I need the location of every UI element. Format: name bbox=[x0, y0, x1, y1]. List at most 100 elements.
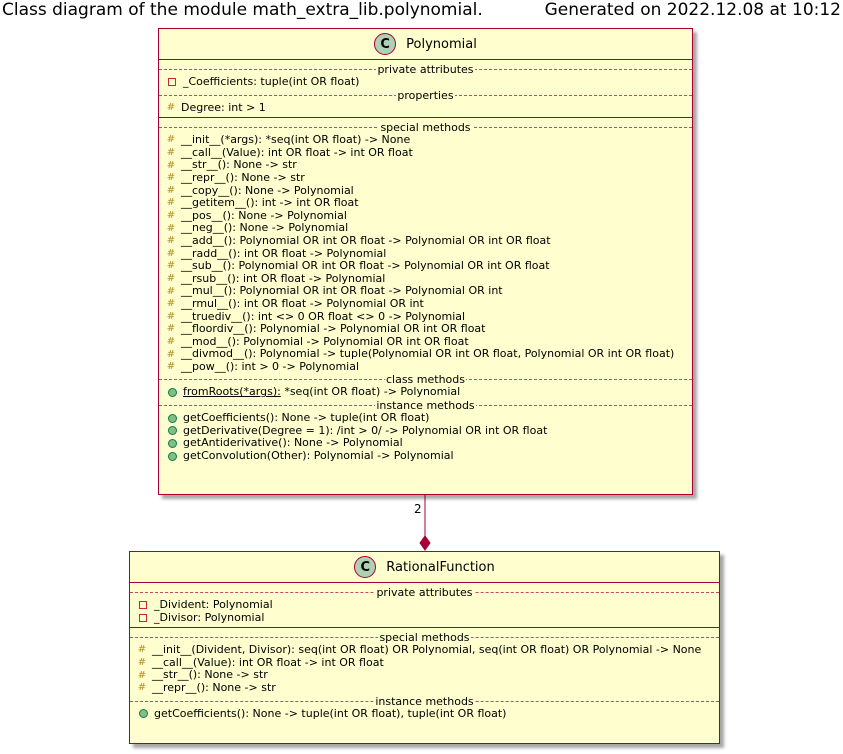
multiplicity-label: 2 bbox=[414, 502, 422, 516]
member-row: #__getitem__(): int -> int OR float bbox=[159, 197, 692, 210]
protected-icon: # bbox=[166, 323, 176, 335]
member-row: #__divmod__(): Polynomial -> tuple(Polyn… bbox=[159, 348, 692, 361]
rationalfunction-header: C RationalFunction bbox=[130, 552, 719, 583]
member-text: Degree: int > 1 bbox=[181, 100, 266, 114]
member-text: __divmod__(): Polynomial -> tuple(Polyno… bbox=[181, 347, 675, 361]
class-icon: C bbox=[374, 33, 397, 55]
class-method-signature: *seq(int OR float) -> Polynomial bbox=[280, 385, 461, 399]
member-row: # __add__(): Polynomial OR int OR float -… bbox=[159, 233, 692, 248]
member-text: getAntiderivative(): None -> Polynomial bbox=[183, 436, 403, 450]
member-row: getDerivative(Degree = 1): /int > 0/ -> … bbox=[159, 423, 692, 438]
title-module: Class diagram of the module math_extra_l… bbox=[2, 0, 483, 20]
member-row: fromRoots(*args): *seq(int OR float) -> … bbox=[159, 386, 692, 399]
member-row: #__str__(): None -> str bbox=[159, 159, 692, 172]
private-attributes-separator: private attributes bbox=[159, 63, 692, 76]
public-icon bbox=[168, 413, 177, 423]
public-icon bbox=[168, 426, 177, 436]
member-text: _Divident: Polynomial bbox=[154, 598, 273, 611]
member-row: # __copy__(): None -> Polynomial bbox=[159, 183, 692, 198]
class-icon: C bbox=[354, 556, 377, 578]
protected-icon: # bbox=[166, 172, 176, 184]
member-row: getConvolution(Other): Polynomial -> Pol… bbox=[159, 448, 692, 463]
rationalfunction-class-name: RationalFunction bbox=[386, 559, 495, 575]
member-text: _Coefficients: tuple(int OR float) bbox=[183, 75, 360, 88]
public-icon bbox=[139, 709, 148, 719]
member-row: #__radd__(): int OR float -> Polynomial bbox=[159, 246, 692, 261]
member-text: __truediv__(): int <> 0 OR float <> 0 ->… bbox=[181, 309, 466, 323]
member-row: getCoefficients(): None -> tuple(int OR … bbox=[159, 411, 692, 425]
polynomial-class-name: Polynomial bbox=[406, 36, 477, 52]
member-row: # Degree: int > 1 bbox=[159, 100, 692, 115]
member-text: __rsub__(): int OR float -> Polynomial bbox=[181, 271, 386, 285]
polynomial-class[interactable]: C Polynomial private attributes _Coeffic… bbox=[158, 28, 693, 495]
special-methods-separator: special methods bbox=[159, 121, 692, 135]
member-row: # __rmul__(): int OR float -> Polynomial … bbox=[159, 296, 692, 311]
member-row: getAntiderivative(): None -> Polynomial bbox=[159, 437, 692, 450]
member-text: getCoefficients(): None -> tuple(int OR … bbox=[183, 411, 430, 425]
member-row: #__rsub__(): int OR float -> Polynomial bbox=[159, 271, 692, 286]
member-row: _Divisor: Polynomial bbox=[130, 610, 719, 625]
diagram-title: Class diagram of the module math_extra_l… bbox=[2, 0, 841, 26]
protected-icon: # bbox=[166, 101, 176, 113]
special-methods-separator: special methods bbox=[130, 631, 719, 645]
instance-methods-separator: instance methods bbox=[130, 694, 719, 708]
rationalfunction-class[interactable]: C RationalFunction private attributes _D… bbox=[129, 551, 720, 744]
member-text: __copy__(): None -> Polynomial bbox=[181, 183, 354, 197]
member-row: # __pow__(): int > 0 -> Polynomial bbox=[159, 359, 692, 374]
member-text: getConvolution(Other): Polynomial -> Pol… bbox=[183, 448, 454, 462]
member-text: _Divisor: Polynomial bbox=[154, 610, 265, 624]
public-icon bbox=[168, 451, 177, 461]
protected-icon: # bbox=[166, 335, 176, 347]
protected-icon: # bbox=[166, 222, 176, 234]
member-text: __init__(Divident, Divisor): seq(int OR … bbox=[152, 643, 702, 657]
protected-icon: # bbox=[166, 147, 176, 159]
composition-diamond bbox=[419, 535, 431, 551]
protected-icon: # bbox=[166, 184, 176, 196]
member-row: _Divident: Polynomial bbox=[130, 598, 719, 612]
member-text: __rmul__(): int OR float -> Polynomial O… bbox=[181, 296, 424, 310]
member-text: __add__(): Polynomial OR int OR float ->… bbox=[181, 233, 551, 247]
protected-icon: # bbox=[166, 310, 176, 322]
member-row: #__str__(): None -> str bbox=[130, 669, 719, 682]
instance-methods-separator: instance methods bbox=[159, 399, 692, 413]
member-text: __floordiv__(): Polynomial -> Polynomial… bbox=[181, 322, 486, 336]
member-row: # __truediv__(): int <> 0 OR float <> 0 -… bbox=[159, 309, 692, 324]
protected-icon: # bbox=[166, 210, 176, 222]
member-text: __init__(*args): *seq(int OR float) -> N… bbox=[181, 133, 411, 147]
title-generated: Generated on 2022.12.08 at 10:12 bbox=[544, 0, 841, 20]
member-row: # __neg__(): None -> Polynomial bbox=[159, 222, 692, 235]
private-attributes-separator: private attributes bbox=[130, 586, 719, 599]
member-text: getDerivative(Degree = 1): /int > 0/ -> … bbox=[183, 423, 548, 437]
member-row: getCoefficients(): None -> tuple(int OR … bbox=[130, 706, 719, 721]
member-text: __call__(Value): int OR float -> int OR … bbox=[152, 655, 384, 669]
member-row: # __repr__(): None -> str bbox=[159, 170, 692, 185]
public-icon bbox=[168, 388, 177, 398]
member-text: __str__(): None -> str bbox=[152, 668, 268, 682]
properties-separator: properties bbox=[159, 88, 692, 102]
protected-icon: # bbox=[166, 134, 176, 146]
member-row: # __call__(Value): int OR float -> int OR… bbox=[130, 655, 719, 670]
member-row: #__mul__(): Polynomial OR int OR float -… bbox=[159, 285, 692, 298]
member-text: __pos__(): None -> Polynomial bbox=[181, 208, 347, 222]
protected-icon: # bbox=[166, 159, 176, 171]
protected-icon: # bbox=[166, 361, 176, 373]
member-text: __repr__(): None -> str bbox=[181, 170, 305, 184]
member-row: # __floordiv__(): Polynomial -> Polynomia… bbox=[159, 322, 692, 336]
member-text: __pow__(): int > 0 -> Polynomial bbox=[181, 359, 360, 373]
member-row: # __pos__(): None -> Polynomial bbox=[159, 208, 692, 223]
member-text: __repr__(): None -> str bbox=[152, 680, 276, 694]
member-text: __neg__(): None -> Polynomial bbox=[181, 221, 349, 235]
member-text: __radd__(): int OR float -> Polynomial bbox=[181, 246, 387, 260]
private-icon bbox=[139, 601, 147, 610]
protected-icon: # bbox=[137, 657, 147, 669]
private-icon bbox=[168, 78, 176, 87]
protected-icon: # bbox=[166, 235, 176, 247]
protected-icon: # bbox=[166, 298, 176, 310]
protected-icon: # bbox=[137, 682, 147, 694]
member-text: getCoefficients(): None -> tuple(int OR … bbox=[154, 706, 507, 720]
member-row: _Coefficients: tuple(int OR float) bbox=[159, 75, 692, 89]
protected-icon: # bbox=[137, 644, 147, 656]
member-text: __call__(Value): int OR float -> int OR … bbox=[181, 145, 413, 159]
public-icon bbox=[168, 439, 177, 449]
member-row: #__sub__(): Polynomial OR int OR float -… bbox=[159, 260, 692, 273]
